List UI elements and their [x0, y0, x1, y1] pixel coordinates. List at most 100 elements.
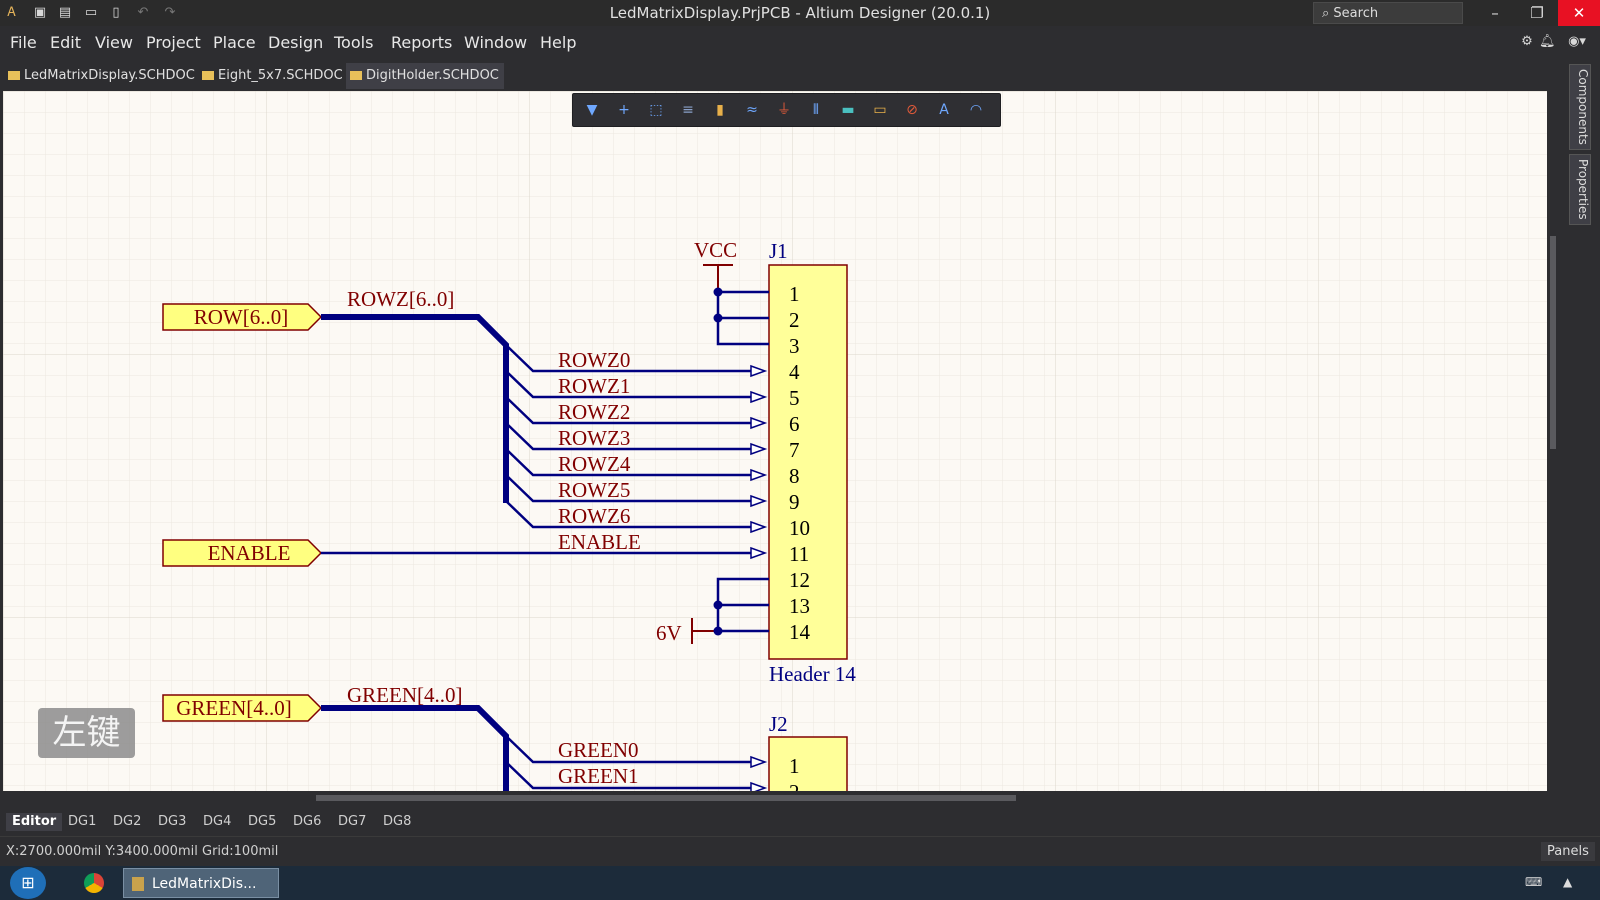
- tab-editor[interactable]: Editor: [6, 813, 63, 831]
- tab-label: DigitHolder.SCHDOC: [366, 68, 499, 83]
- tab-label: LedMatrixDisplay.SCHDOC: [24, 68, 195, 83]
- sheet-tabs: Editor DG1 DG2 DG3 DG4 DG5 DG6 DG7 DG8: [0, 810, 1560, 834]
- filter-icon[interactable]: ▼: [586, 102, 598, 118]
- app-logo-icon: Ꭺ: [7, 5, 17, 20]
- junction: [713, 287, 723, 297]
- menu-place[interactable]: Place: [213, 33, 256, 52]
- minimize-button[interactable]: –: [1491, 4, 1499, 22]
- pin-arrow: [750, 755, 768, 769]
- j1-pin-11: 11: [789, 542, 809, 566]
- undo-icon[interactable]: ↶: [137, 5, 149, 20]
- schematic-drawing[interactable]: ROW[6..0] ROWZ[6..0] ROWZ0 ROWZ1 ROWZ2 R…: [3, 91, 1547, 791]
- vertical-scroll-thumb[interactable]: [1550, 236, 1556, 449]
- component-j2[interactable]: [768, 736, 848, 791]
- net-label-rowz3: ROWZ3: [558, 426, 630, 450]
- cross-icon[interactable]: +: [618, 102, 630, 118]
- horizontal-scroll-thumb[interactable]: [316, 795, 1016, 801]
- tab-digitholder[interactable]: DigitHolder.SCHDOC: [346, 63, 504, 89]
- wire-rowz0: [505, 344, 751, 373]
- menu-file[interactable]: File: [10, 33, 37, 52]
- ground-icon[interactable]: ⏚: [777, 102, 791, 118]
- tab-dg7[interactable]: DG7: [338, 814, 367, 829]
- j1-pin-1: 1: [789, 282, 800, 306]
- port-row[interactable]: [162, 303, 323, 331]
- wire-icon[interactable]: ≈: [746, 102, 758, 118]
- component-icon[interactable]: ▮: [716, 102, 724, 118]
- document-tabs: LedMatrixDisplay.SCHDOC Eight_5x7.SCHDOC…: [0, 58, 1600, 90]
- taskbar-app-altium[interactable]: LedMatrixDis...: [123, 868, 279, 898]
- title-bar: Ꭺ ▣ ▤ ▭ ▯ ↶ ↷ LedMatrixDisplay.PrjPCB - …: [0, 0, 1600, 26]
- status-bar: X:2700.000mil Y:3400.000mil Grid:100mil …: [0, 836, 1600, 867]
- panels-button[interactable]: Panels: [1541, 842, 1595, 861]
- j1-pin-9: 9: [789, 490, 800, 514]
- j1-pin-14: 14: [789, 620, 811, 644]
- schematic-file-icon: [8, 71, 20, 80]
- chrome-icon[interactable]: [84, 873, 104, 893]
- tab-dg2[interactable]: DG2: [113, 814, 142, 829]
- port-green[interactable]: [162, 694, 323, 722]
- horizontal-scrollbar[interactable]: [3, 791, 1547, 805]
- menu-design[interactable]: Design: [268, 33, 324, 52]
- panel-tab-components[interactable]: Components: [1569, 64, 1591, 150]
- port-row-label: ROW[6..0]: [194, 305, 288, 329]
- tab-dg1[interactable]: DG1: [68, 814, 97, 829]
- menu-project[interactable]: Project: [146, 33, 201, 52]
- key-hint-overlay: 左键: [38, 708, 135, 758]
- save-all-icon[interactable]: ▤: [58, 5, 72, 20]
- wire-rowz6: [505, 500, 751, 529]
- power-port-icon[interactable]: ⊘: [906, 102, 918, 118]
- wire-rowz2: [505, 396, 751, 425]
- open-project-icon[interactable]: ▯: [112, 5, 120, 20]
- junction: [713, 626, 723, 636]
- panel-tab-properties[interactable]: Properties: [1569, 154, 1591, 225]
- close-button[interactable]: ✕: [1558, 0, 1600, 26]
- menu-help[interactable]: Help: [540, 33, 577, 52]
- open-icon[interactable]: ▭: [84, 5, 98, 20]
- tab-dg6[interactable]: DG6: [293, 814, 322, 829]
- port-green-label: GREEN[4..0]: [176, 696, 291, 720]
- tab-eight-5x7[interactable]: Eight_5x7.SCHDOC: [198, 63, 346, 89]
- redo-icon[interactable]: ↷: [164, 5, 176, 20]
- net-label-icon[interactable]: ▭: [873, 102, 887, 118]
- menu-window[interactable]: Window: [464, 33, 528, 52]
- align-icon[interactable]: ≡: [682, 102, 694, 118]
- account-icon[interactable]: ◉▾: [1568, 34, 1586, 49]
- port-enable[interactable]: [162, 539, 323, 567]
- port-icon[interactable]: ▬: [841, 102, 855, 118]
- bus-label-rowz: ROWZ[6..0]: [347, 287, 454, 311]
- text-icon[interactable]: A: [939, 102, 949, 118]
- restore-button[interactable]: ❐: [1530, 4, 1544, 22]
- j1-pin-2: 2: [789, 308, 800, 332]
- port-enable-label: ENABLE: [208, 541, 291, 565]
- menu-view[interactable]: View: [95, 33, 133, 52]
- tab-dg5[interactable]: DG5: [248, 814, 277, 829]
- select-icon[interactable]: ⬚: [649, 102, 663, 118]
- search-box[interactable]: ⌕ Search: [1313, 2, 1463, 24]
- save-icon[interactable]: ▣: [33, 5, 47, 20]
- component-j1[interactable]: [768, 264, 848, 660]
- tab-ledmatrixdisplay[interactable]: LedMatrixDisplay.SCHDOC: [4, 63, 198, 89]
- j2-pin-1: 1: [789, 754, 800, 778]
- j1-pin-7: 7: [789, 438, 800, 462]
- settings-icon[interactable]: ⚙: [1521, 34, 1533, 49]
- bus-icon[interactable]: ⫴: [813, 102, 819, 118]
- menu-edit[interactable]: Edit: [50, 33, 81, 52]
- notifications-icon[interactable]: 🔔︎: [1539, 34, 1556, 49]
- j1-pin-10: 10: [789, 516, 810, 540]
- green-wires: [505, 735, 751, 790]
- altium-app-icon: [132, 877, 144, 891]
- arc-icon[interactable]: ◠: [969, 102, 983, 118]
- schematic-canvas[interactable]: ROW[6..0] ROWZ[6..0] ROWZ0 ROWZ1 ROWZ2 R…: [3, 91, 1547, 791]
- vertical-scrollbar[interactable]: [1547, 91, 1559, 791]
- menu-tools[interactable]: Tools: [334, 33, 374, 52]
- net-label-rowz5: ROWZ5: [558, 478, 630, 502]
- tab-dg4[interactable]: DG4: [203, 814, 232, 829]
- start-button-icon[interactable]: ⊞: [10, 867, 46, 899]
- keyboard-icon[interactable]: ⌨: [1525, 875, 1543, 889]
- tab-dg8[interactable]: DG8: [383, 814, 412, 829]
- j1-pin-8: 8: [789, 464, 800, 488]
- tray-expand-icon[interactable]: ▲: [1563, 875, 1573, 889]
- wire-rowz5: [505, 474, 751, 503]
- tab-dg3[interactable]: DG3: [158, 814, 187, 829]
- menu-reports[interactable]: Reports: [391, 33, 453, 52]
